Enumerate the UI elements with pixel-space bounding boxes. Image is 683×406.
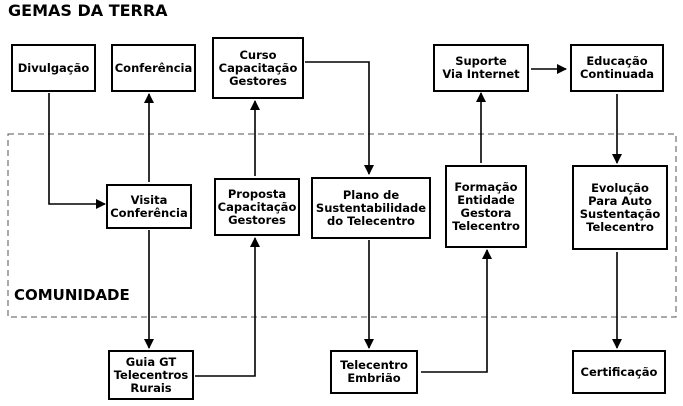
- node-visita-conferencia: Visita Conferência: [106, 184, 192, 229]
- node-plano-sustentabilidade: Plano de Sustentabilidade do Telecentro: [311, 177, 431, 239]
- node-divulgacao: Divulgação: [11, 44, 96, 92]
- diagram-title: GEMAS DA TERRA: [8, 1, 168, 20]
- node-proposta-capacitacao-gestores: Proposta Capacitação Gestores: [214, 178, 300, 236]
- node-formacao-entidade-gestora: Formação Entidade Gestora Telecentro: [445, 165, 527, 248]
- arrow-embriao-to-formacao: [421, 249, 492, 373]
- node-telecentro-embriao: Telecentro Embrião: [330, 350, 418, 394]
- node-certificacao: Certificação: [572, 350, 666, 394]
- node-guia-gt-telecentros-rurais: Guia GT Telecentros Rurais: [108, 350, 194, 400]
- arrow-curso-to-plano: [305, 61, 374, 175]
- community-label: COMUNIDADE: [14, 286, 130, 304]
- arrow-divulgacao-to-visita: [48, 93, 106, 209]
- node-educacao-continuada: Educação Continuada: [570, 44, 664, 92]
- node-suporte-via-internet: Suporte Via Internet: [433, 44, 529, 92]
- node-conferencia: Conferência: [111, 44, 196, 92]
- arrow-guia-to-proposta: [195, 237, 260, 377]
- community-region: [7, 133, 677, 318]
- node-curso-capacitacao-gestores: Curso Capacitação Gestores: [212, 37, 304, 99]
- node-evolucao-auto-sustentacao: Evolução Para Auto Sustentação Telecentr…: [572, 165, 668, 250]
